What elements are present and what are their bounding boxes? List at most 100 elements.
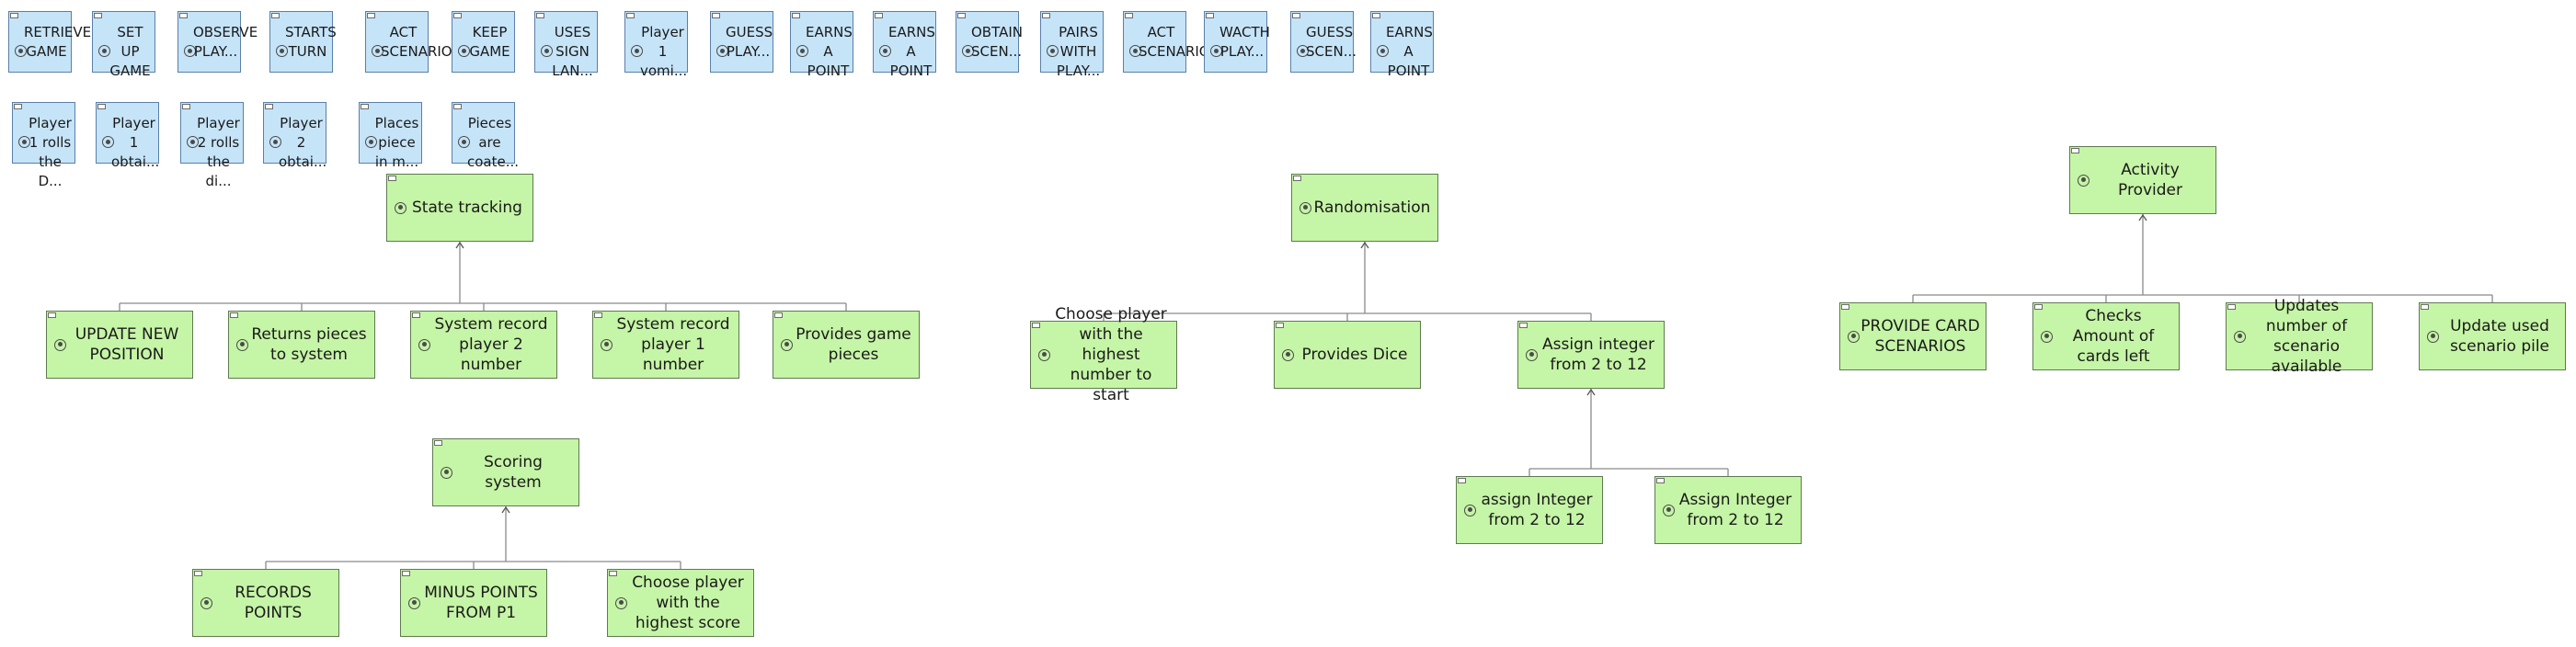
diagram-node-g-updates-num[interactable]: Updates number of scenario available (2226, 297, 2373, 376)
diagram-node-g-scoring[interactable]: Scoring system (432, 438, 579, 506)
diagram-node-g-update-pos[interactable]: UPDATE NEW POSITION (46, 311, 193, 379)
node-label: Choose player with the highest number to… (1055, 305, 1167, 404)
palette-element-b7[interactable]: USES SIGN LAN... (534, 11, 598, 79)
diagram-node-g-records[interactable]: RECORDS POINTS (192, 569, 339, 637)
corner-tab-icon (957, 13, 966, 18)
node-label: RETRIEVE GAME (24, 24, 92, 60)
diagram-node-g-minus[interactable]: MINUS POINTS FROM P1 (400, 569, 547, 637)
eye-icon (276, 45, 288, 57)
diagram-node-g-returns[interactable]: Returns pieces to system (228, 311, 375, 379)
node-label: Randomisation (1313, 199, 1431, 217)
node-label: GUESS PLAY... (726, 24, 773, 60)
corner-tab-icon (1206, 13, 1214, 18)
palette-element-b16[interactable]: GUESS SCEN... (1290, 11, 1357, 73)
diagram-node-g-activity[interactable]: Activity Provider (2069, 146, 2216, 214)
diagram-node-g-provides-pieces[interactable]: Provides game pieces (773, 311, 920, 379)
palette-element-b11[interactable]: EARNS A POINT (873, 11, 936, 79)
palette-element-b23[interactable]: Pieces are coate... (452, 102, 519, 170)
corner-tab-icon (265, 104, 273, 109)
eye-icon (184, 45, 196, 57)
diagram-node-g-assign-b[interactable]: Assign Integer from 2 to 12 (1654, 476, 1802, 544)
eye-icon (1297, 45, 1309, 57)
node-label: Assign Integer from 2 to 12 (1678, 491, 1792, 529)
palette-element-b4[interactable]: STARTS TURN (269, 11, 337, 73)
eye-icon (2234, 330, 2246, 343)
corner-tab-icon (402, 571, 410, 576)
eye-icon (365, 136, 377, 148)
diagram-node-g-assign-a[interactable]: assign Integer from 2 to 12 (1456, 476, 1603, 544)
eye-icon (372, 45, 384, 57)
eye-icon (1848, 330, 1860, 343)
eye-icon (98, 45, 110, 57)
eye-icon (441, 466, 452, 479)
corner-tab-icon (388, 176, 396, 181)
node-label: assign Integer from 2 to 12 (1481, 491, 1593, 529)
palette-element-b13[interactable]: PAIRS WITH PLAY... (1040, 11, 1104, 79)
eye-icon (200, 596, 212, 609)
diagram-node-g-state[interactable]: State tracking (386, 174, 533, 242)
palette-element-b19[interactable]: Player 1 obtai... (96, 102, 159, 170)
corner-tab-icon (194, 571, 202, 576)
corner-tab-icon (453, 13, 462, 18)
diagram-node-g-rec-p2[interactable]: System record player 2 number (410, 311, 557, 379)
node-label: OBSERVE PLAY... (193, 24, 258, 60)
corner-tab-icon (536, 13, 544, 18)
node-label: Scoring system (484, 453, 543, 492)
palette-element-b17[interactable]: EARNS A POINT (1370, 11, 1434, 79)
eye-icon (1282, 348, 1294, 361)
node-label: SET UP GAME (109, 24, 151, 79)
diagram-node-g-rec-p1[interactable]: System record player 1 number (592, 311, 739, 379)
diagram-node-g-assign[interactable]: Assign integer from 2 to 12 (1517, 321, 1665, 389)
diagram-node-g-dice[interactable]: Provides Dice (1274, 321, 1421, 389)
diagram-node-g-checks[interactable]: Checks Amount of cards left (2032, 302, 2180, 370)
node-label: EARNS A POINT (806, 24, 853, 79)
node-label: Assign integer from 2 to 12 (1542, 335, 1654, 374)
palette-element-b6[interactable]: KEEP GAME (452, 11, 515, 73)
palette-element-b22[interactable]: Places piece in m... (359, 102, 422, 170)
node-label: ACT SCENARIO (381, 24, 452, 60)
node-label: Player 2 rolls the di... (197, 115, 240, 189)
eye-icon (18, 136, 30, 148)
eye-icon (1210, 45, 1222, 57)
palette-element-b8[interactable]: Player 1 vomi... (624, 11, 688, 79)
diagram-node-g-choose-start[interactable]: Choose player with the highest number to… (1030, 305, 1177, 404)
node-label: EARNS A POINT (888, 24, 935, 79)
eye-icon (631, 45, 643, 57)
eye-icon (1464, 504, 1476, 516)
palette-element-b3[interactable]: OBSERVE PLAY... (177, 11, 258, 73)
node-label: Player 1 rolls the D... (29, 115, 72, 189)
node-label: STARTS TURN (285, 24, 337, 60)
node-label: GUESS SCEN... (1306, 24, 1357, 60)
palette-element-b1[interactable]: RETRIEVE GAME (8, 11, 92, 73)
palette-element-b12[interactable]: OBTAIN SCEN... (956, 11, 1024, 73)
node-label: Activity Provider (2118, 161, 2182, 199)
node-label: OBTAIN SCEN... (971, 24, 1024, 60)
node-label: State tracking (412, 199, 522, 217)
diagram-node-g-choose-score[interactable]: Choose player with the highest score (607, 569, 754, 637)
palette-element-b18[interactable]: Player 1 rolls the D... (12, 102, 75, 189)
palette-element-b21[interactable]: Player 2 obtai... (263, 102, 326, 170)
palette-element-b10[interactable]: EARNS A POINT (790, 11, 853, 79)
palette-element-b5[interactable]: ACT SCENARIO (365, 11, 452, 73)
corner-tab-icon (230, 312, 238, 318)
palette-element-b14[interactable]: ACT SCENARIO (1123, 11, 1210, 73)
diagram-node-g-random[interactable]: Randomisation (1291, 174, 1438, 242)
palette-element-b20[interactable]: Player 2 rolls the di... (180, 102, 244, 189)
node-label: Player 1 vomi... (640, 24, 688, 79)
arrow-up-icon (2138, 213, 2147, 221)
corner-tab-icon (609, 571, 617, 576)
node-label: MINUS POINTS FROM P1 (424, 584, 538, 622)
diagram-node-g-cards[interactable]: PROVIDE CARD SCENARIOS (1839, 302, 1986, 370)
palette-element-b2[interactable]: SET UP GAME (92, 11, 155, 79)
diagram-node-g-update-pile[interactable]: Update used scenario pile (2419, 302, 2566, 370)
corner-tab-icon (453, 104, 462, 109)
node-label: RECORDS POINTS (235, 584, 312, 622)
palette-element-b15[interactable]: WACTH PLAY... (1204, 11, 1270, 73)
node-label: KEEP GAME (469, 24, 510, 60)
eye-icon (1377, 45, 1389, 57)
corner-tab-icon (594, 312, 602, 318)
palette-element-b9[interactable]: GUESS PLAY... (710, 11, 773, 73)
corner-tab-icon (434, 440, 442, 446)
eye-icon (418, 338, 430, 351)
